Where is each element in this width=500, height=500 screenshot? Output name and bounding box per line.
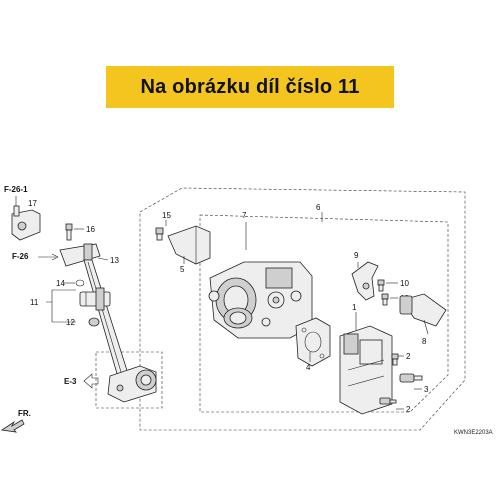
callout-12: 12 [66,318,75,327]
callout-11: 11 [30,298,39,307]
callout-4: 4 [306,363,311,372]
direction-label: FR. [18,409,31,418]
leader-11 [46,289,76,323]
callout-2-upper: 2 [406,352,411,361]
part-number-banner: Na obrázku díl číslo 11 [106,66,394,108]
callout-15: 15 [162,211,171,220]
callout-14: 14 [56,279,65,288]
screw-part-2-lower [379,397,397,405]
bolt-part-16 [65,223,73,241]
gasket-part-4 [295,317,331,367]
arrow-f26 [51,253,59,261]
ref-f26: F-26 [12,252,29,261]
injector-part-11 [79,287,111,311]
o-ring-part-14 [75,279,85,287]
callout-6: 6 [316,203,321,212]
callout-16: 16 [86,225,95,234]
sub-assembly-frame [199,214,449,413]
throttle-sensor-unit-part-1 [339,325,393,415]
lever-part-9 [351,261,379,301]
leader-13 [97,257,109,261]
callout-13: 13 [110,256,119,265]
diagram-code: KWN3E2203A [454,430,493,436]
banner-text: Na obrázku díl číslo 11 [140,75,360,98]
callout-7: 7 [242,211,247,220]
sensor-part-8 [399,293,447,335]
sensor-bracket-part-17 [11,205,41,241]
callout-1: 1 [352,303,357,312]
callout-2-lower: 2 [406,405,411,414]
arrow-e3 [83,373,99,389]
screw-part-2-upper [391,353,399,366]
callout-3: 3 [424,385,429,394]
callout-5: 5 [180,265,185,274]
ref-f26-1: F-26-1 [4,185,28,194]
detail-box-e3 [95,351,163,409]
screw-part-3 [399,373,423,383]
screw-part-10-lower [381,293,389,306]
seal-part-12 [88,317,100,327]
ref-e3: E-3 [64,377,77,386]
assembly-frame [139,187,466,431]
intake-insulator [107,365,157,403]
front-direction-indicator: FR. [0,409,31,433]
callout-10-upper: 10 [400,279,409,288]
bracket-part-5 [167,225,211,265]
callout-17: 17 [28,199,37,208]
screw-part-10-upper [377,279,385,292]
bolt-part-15 [155,227,164,241]
fuel-hose-part-13 [59,243,131,385]
callout-8: 8 [422,337,427,346]
callout-9: 9 [354,251,359,260]
throttle-body [208,261,313,339]
